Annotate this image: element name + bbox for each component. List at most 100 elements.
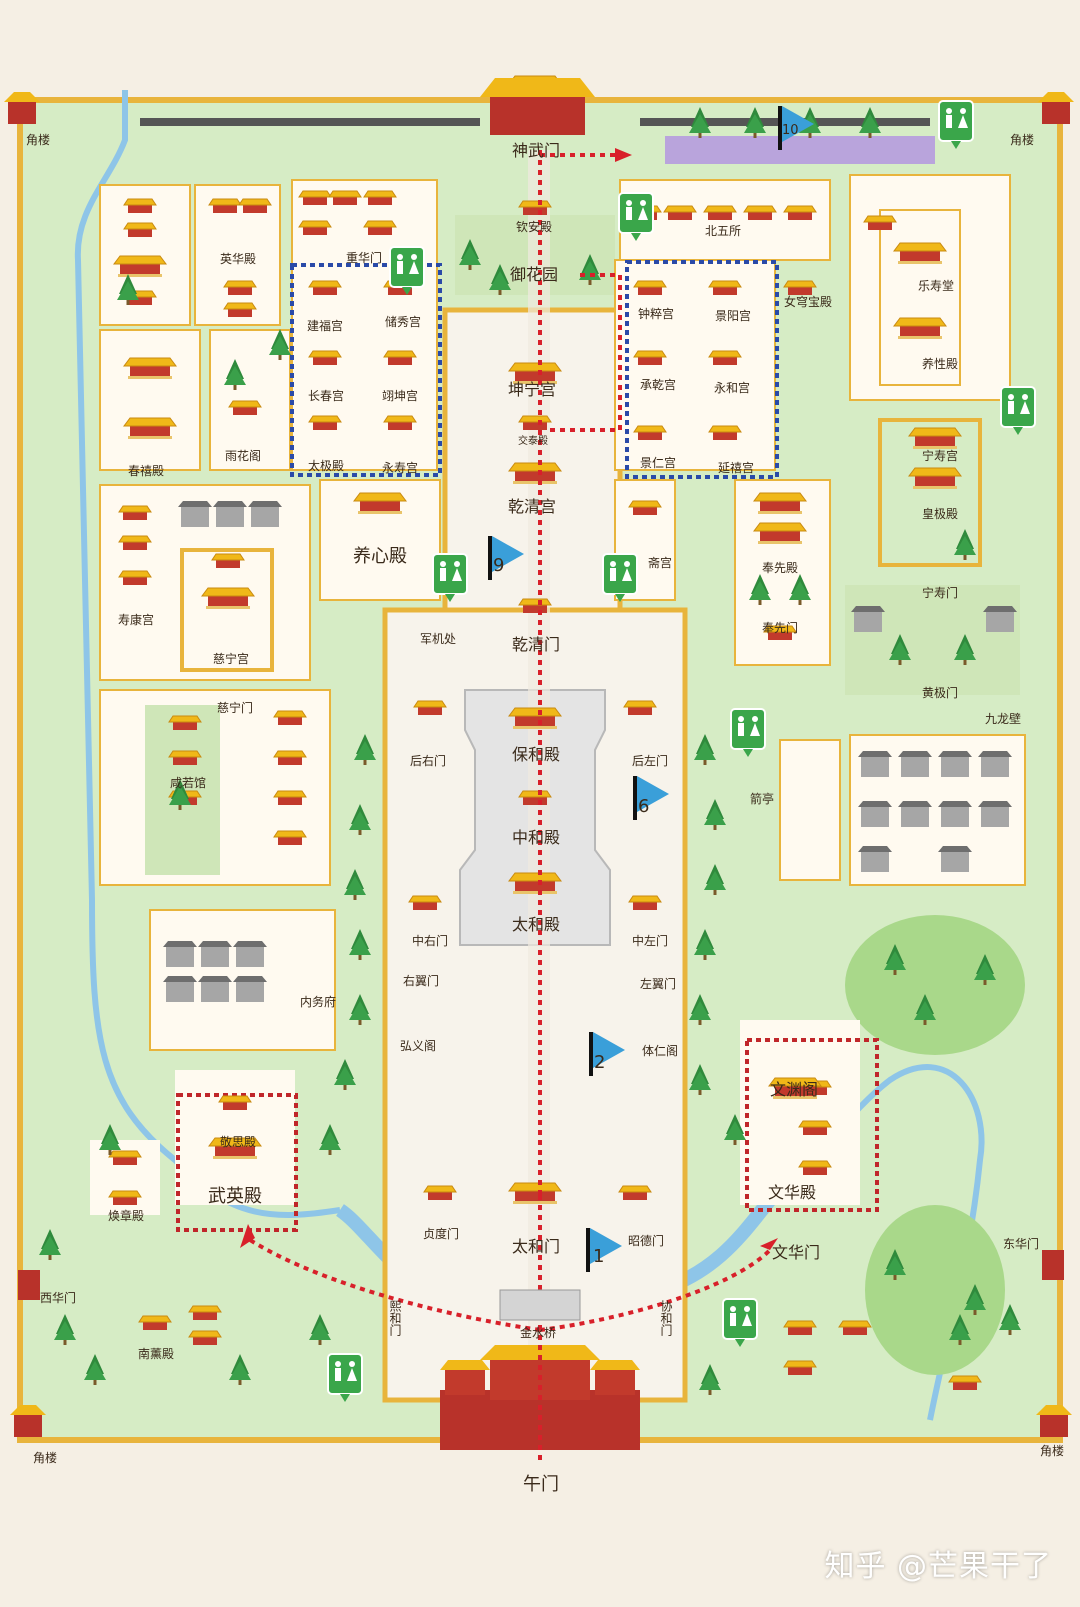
label-chunxidian: 春禧殿 xyxy=(128,464,164,478)
label-jianting: 箭亭 xyxy=(750,791,774,806)
label-zhaigong: 斋宫 xyxy=(648,555,672,570)
label-wenhuamen: 文华门 xyxy=(772,1243,820,1262)
label-chuxiugong: 储秀宫 xyxy=(385,314,421,329)
label-beiwusuo: 北五所 xyxy=(705,224,741,238)
label-taihedian: 太和殿 xyxy=(512,915,560,934)
route-flag-icon: 2 xyxy=(589,1032,625,1076)
label-xihemen: 熙和门 xyxy=(388,1300,402,1336)
toilet-icon xyxy=(722,1298,758,1348)
label-junjichu: 军机处 xyxy=(420,632,456,646)
label-jiaolou-nw: 角楼 xyxy=(26,132,50,147)
corner-tower-sw xyxy=(10,1405,46,1437)
label-chengqiangong: 承乾宫 xyxy=(640,377,676,392)
label-fengxiandian: 奉先殿 xyxy=(762,561,798,575)
toilet-icon xyxy=(432,553,468,603)
donghuamen-gate xyxy=(1042,1250,1064,1280)
corner-tower-ne xyxy=(1038,92,1074,124)
label-wenyuange: 文渊阁 xyxy=(770,1080,818,1099)
shenwumen-gate xyxy=(490,95,585,135)
label-qinandian: 钦安殿 xyxy=(516,219,552,234)
label-ciningmen: 慈宁门 xyxy=(217,700,253,715)
label-yinghuadian: 英华殿 xyxy=(220,252,256,266)
label-jiaotaidian: 交泰殿 xyxy=(518,434,548,447)
north-wall-west xyxy=(140,118,480,126)
label-qianqingmen: 乾清门 xyxy=(512,635,560,654)
route-flag-icon: 9 xyxy=(488,536,524,580)
route-flag-icon: 10 xyxy=(778,106,814,150)
label-xihuamen: 西华门 xyxy=(40,1290,76,1305)
toilet-icon xyxy=(602,553,638,603)
label-nvqiongbaodian: 女穹宝殿 xyxy=(784,294,832,309)
route-arrow-east xyxy=(760,1238,778,1250)
label-wenhuadian: 文华殿 xyxy=(768,1183,816,1202)
label-zhongzuomen: 中左门 xyxy=(632,933,668,948)
route-arrow-west xyxy=(240,1224,255,1248)
label-yongshougong: 永寿宫 xyxy=(382,460,418,475)
wenhuadian-outline xyxy=(745,1038,879,1212)
label-nanxundian: 南薰殿 xyxy=(138,1346,174,1361)
east-park-south xyxy=(865,1205,1005,1375)
label-chongmen: 重华门 xyxy=(346,250,382,265)
watermark: 知乎 @芒果干了 xyxy=(824,1549,1052,1584)
toilet-icon xyxy=(938,100,974,150)
label-donghuamen: 东华门 xyxy=(1003,1236,1039,1251)
label-zhonghedian: 中和殿 xyxy=(512,828,560,847)
label-tirenge: 体仁阁 xyxy=(642,1044,678,1058)
toilet-icon xyxy=(730,708,766,758)
west-six-palaces-outline xyxy=(290,263,442,477)
label-shoukanggong: 寿康宫 xyxy=(118,612,154,627)
label-jiaolou-se: 角楼 xyxy=(1040,1443,1064,1458)
label-jingrengong: 景仁宫 xyxy=(640,455,676,470)
route-arrow-north xyxy=(615,148,632,162)
label-jinshuiqiao: 金水桥 xyxy=(520,1325,556,1340)
label-yonghegong: 永和宫 xyxy=(714,380,750,395)
golden-water-bridge xyxy=(499,1289,581,1321)
toilet-icon xyxy=(1000,386,1036,436)
tour-route xyxy=(248,150,772,1460)
flag-2-label: 2 xyxy=(594,1052,605,1073)
label-jianfugong: 建福宫 xyxy=(307,318,343,333)
label-leshoutang: 乐寿堂 xyxy=(918,279,954,293)
label-jiaolou-ne: 角楼 xyxy=(1010,132,1034,147)
label-yuhuage: 雨花阁 xyxy=(225,448,261,463)
label-jiulongbi: 九龙壁 xyxy=(985,711,1021,726)
flag-9-label: 9 xyxy=(493,555,504,576)
corner-tower-se xyxy=(1036,1405,1072,1437)
route-flag-icon: 6 xyxy=(633,776,669,820)
label-hongyige: 弘义阁 xyxy=(400,1039,436,1053)
label-wuyingdian: 武英殿 xyxy=(208,1186,262,1207)
label-yangxingdian: 养性殿 xyxy=(922,356,958,371)
flag-6-label: 6 xyxy=(638,796,649,817)
label-changchungong: 长春宫 xyxy=(308,388,344,403)
label-jingyanggong: 景阳宫 xyxy=(715,308,751,323)
xihuamen-gate xyxy=(18,1270,40,1300)
label-neiwufu: 内务府 xyxy=(300,994,336,1009)
label-zuoyimen: 左翼门 xyxy=(640,976,676,991)
label-houzuomen: 后左门 xyxy=(632,753,668,768)
label-taijidian: 太极殿 xyxy=(308,458,344,473)
label-jingsidian: 敬思殿 xyxy=(220,1135,256,1149)
label-yuhuayuan: 御花园 xyxy=(510,265,558,284)
flag-10-label: 10 xyxy=(782,123,799,138)
label-baohedian: 保和殿 xyxy=(512,745,560,764)
wuyingdian-outline xyxy=(176,1093,298,1232)
label-xianruoguan: 咸若馆 xyxy=(170,775,206,790)
corner-tower-nw xyxy=(4,92,40,124)
toilet-icon xyxy=(389,246,425,296)
label-fengxianmen: 奉先门 xyxy=(762,620,798,635)
label-kunninggong: 坤宁宫 xyxy=(508,380,556,399)
label-huangjidian: 皇极殿 xyxy=(922,507,958,521)
label-qianqinggong: 乾清宫 xyxy=(508,497,556,516)
label-jiaolou-sw: 角楼 xyxy=(33,1450,57,1465)
label-yikungong: 翊坤宫 xyxy=(382,388,418,403)
toilet-icon xyxy=(618,192,654,242)
label-zhaodemen: 昭德门 xyxy=(628,1233,664,1248)
toilet-icon xyxy=(327,1353,363,1403)
label-zhongcuigong: 钟粹宫 xyxy=(638,306,674,321)
route-flag-icon: 1 xyxy=(586,1228,622,1272)
west-moat xyxy=(74,90,341,1218)
label-yanxigong: 延禧宫 xyxy=(718,460,754,475)
label-cininggong: 慈宁宫 xyxy=(213,651,249,666)
label-ningshoumen: 宁寿门 xyxy=(922,585,958,600)
